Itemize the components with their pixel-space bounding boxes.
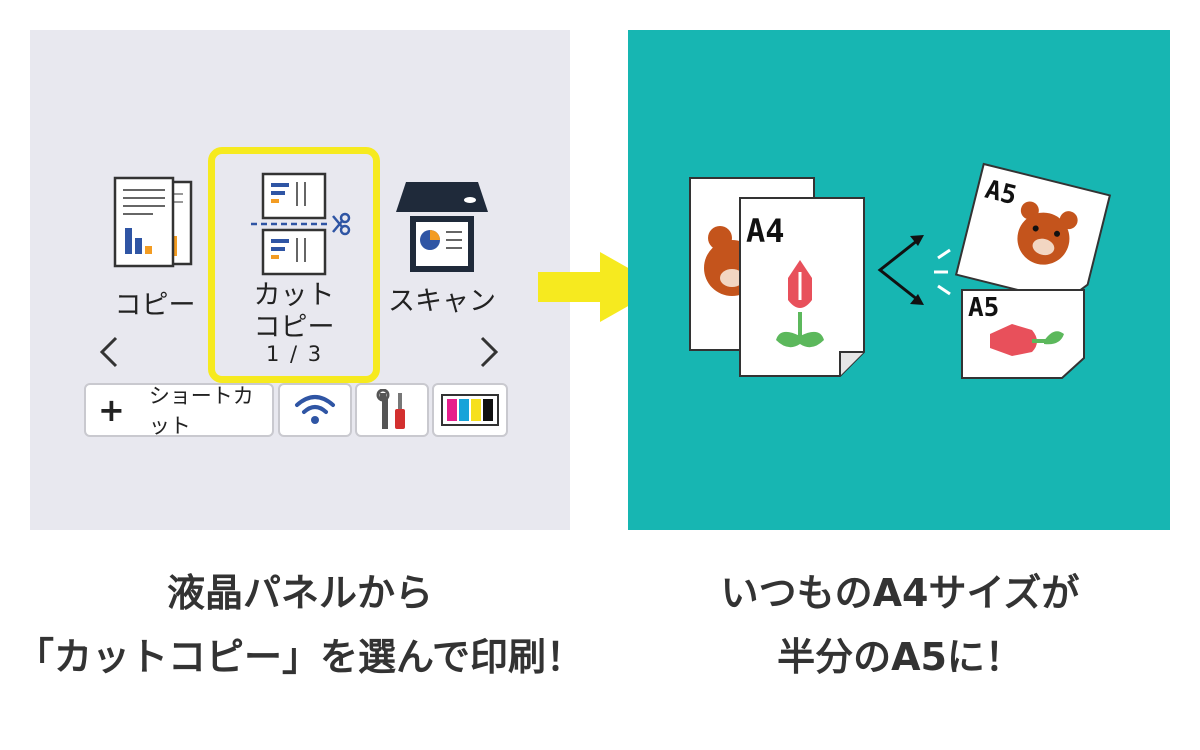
copy-icon: [113, 176, 193, 268]
a4-to-a5-illustration: A4 A5: [628, 30, 1170, 530]
a5-label-bottom: A5: [968, 293, 999, 323]
caption-right-line2: 半分のA5に！: [777, 635, 1023, 679]
shortcut-label: ショートカット: [148, 384, 254, 438]
wifi-icon: [295, 395, 335, 424]
tools-icon: [376, 389, 405, 429]
caption-left: 液晶パネルから 「カットコピー」を選んで印刷！: [0, 565, 600, 685]
menu-label-scan: スキャン: [388, 286, 496, 317]
tulip-sideways-icon: [990, 324, 1064, 356]
menu-item-scan[interactable]: スキャン: [382, 178, 502, 318]
bear-face-icon: [1017, 201, 1078, 265]
scanner-icon: [396, 182, 488, 272]
caption-right: いつものA4サイズが 半分のA5に！: [600, 565, 1200, 685]
page-indicator: 1 / 3: [266, 342, 324, 366]
shortcut-button[interactable]: + ショートカット: [84, 383, 274, 438]
wifi-button[interactable]: [278, 383, 352, 437]
ink-button[interactable]: [432, 383, 508, 437]
prev-page-button[interactable]: [92, 328, 126, 376]
a4-label: A4: [746, 212, 785, 250]
chevron-left-icon: [99, 336, 118, 368]
scissors-icon: [332, 212, 351, 236]
caption-left-line1: 液晶パネルから: [166, 571, 433, 615]
paper-illustration: A4 A5: [689, 162, 1112, 379]
menu-label-cut-copy-line2: コピー: [253, 312, 335, 343]
caption-left-line2: 「カットコピー」を選んで印刷！: [15, 635, 585, 679]
chevron-right-icon: [480, 336, 499, 368]
next-page-button[interactable]: [472, 328, 506, 376]
plus-icon: +: [98, 391, 125, 429]
cut-copy-icon: [251, 172, 351, 276]
menu-label-cut-copy-line1: カット: [253, 280, 335, 311]
ink-icon: [441, 394, 499, 426]
menu-item-cut-copy[interactable]: カット コピー: [235, 170, 353, 344]
caption-right-line1: いつものA4サイズが: [720, 571, 1080, 615]
settings-button[interactable]: [355, 383, 429, 437]
menu-label-copy: コピー: [114, 290, 196, 321]
tulip-icon: [776, 260, 824, 348]
lcd-panel: コピー カット コピー: [30, 30, 570, 530]
menu-item-copy[interactable]: コピー: [100, 176, 210, 322]
a5-label-top: A5: [982, 175, 1020, 212]
selection-highlight: [208, 147, 380, 383]
